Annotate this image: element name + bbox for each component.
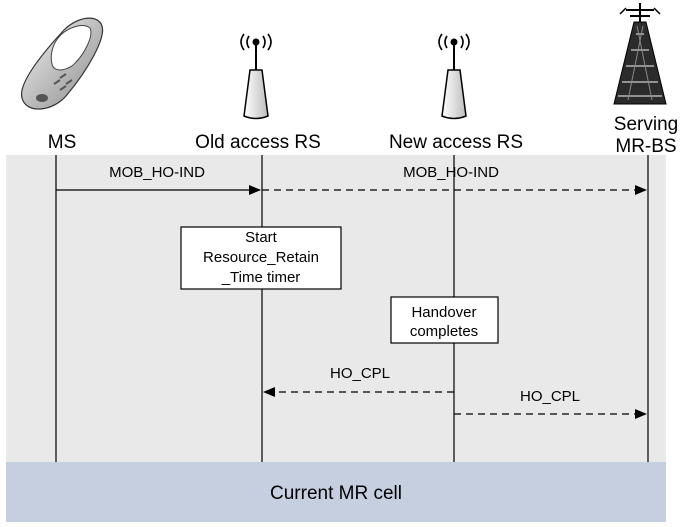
- current-cell-label: Current MR cell: [270, 483, 402, 504]
- mob-ho-ind-label-1: MOB_HO-IND: [109, 164, 205, 181]
- handover-box-line1: Handover: [411, 304, 476, 321]
- timer-box-line3: _Time timer: [221, 269, 301, 286]
- timer-box: [180, 226, 342, 290]
- new-rs-label: New access RS: [389, 132, 523, 153]
- serving-label-line1: Serving: [614, 114, 678, 135]
- timer-box-line2: Resource_Retain: [203, 249, 319, 266]
- new-rs-antenna-icon: [438, 33, 470, 120]
- mob-ho-ind-label-2: MOB_HO-IND: [403, 164, 499, 181]
- handover-box: [390, 296, 499, 344]
- diagram-panel: [6, 155, 666, 462]
- ms-label: MS: [48, 132, 77, 153]
- old-rs-antenna-icon: [240, 33, 272, 120]
- ho-cpl-label-2: HO_CPL: [520, 388, 580, 405]
- ho-cpl-label-1: HO_CPL: [330, 365, 390, 382]
- mobile-phone-icon: [20, 17, 104, 110]
- serving-label-line2: MR-BS: [615, 136, 676, 157]
- old-rs-label: Old access RS: [195, 132, 321, 153]
- timer-box-line1: Start: [245, 229, 278, 246]
- base-station-tower-icon: [613, 3, 667, 105]
- handover-box-line2: completes: [410, 323, 478, 340]
- current-cell-band: [6, 462, 666, 522]
